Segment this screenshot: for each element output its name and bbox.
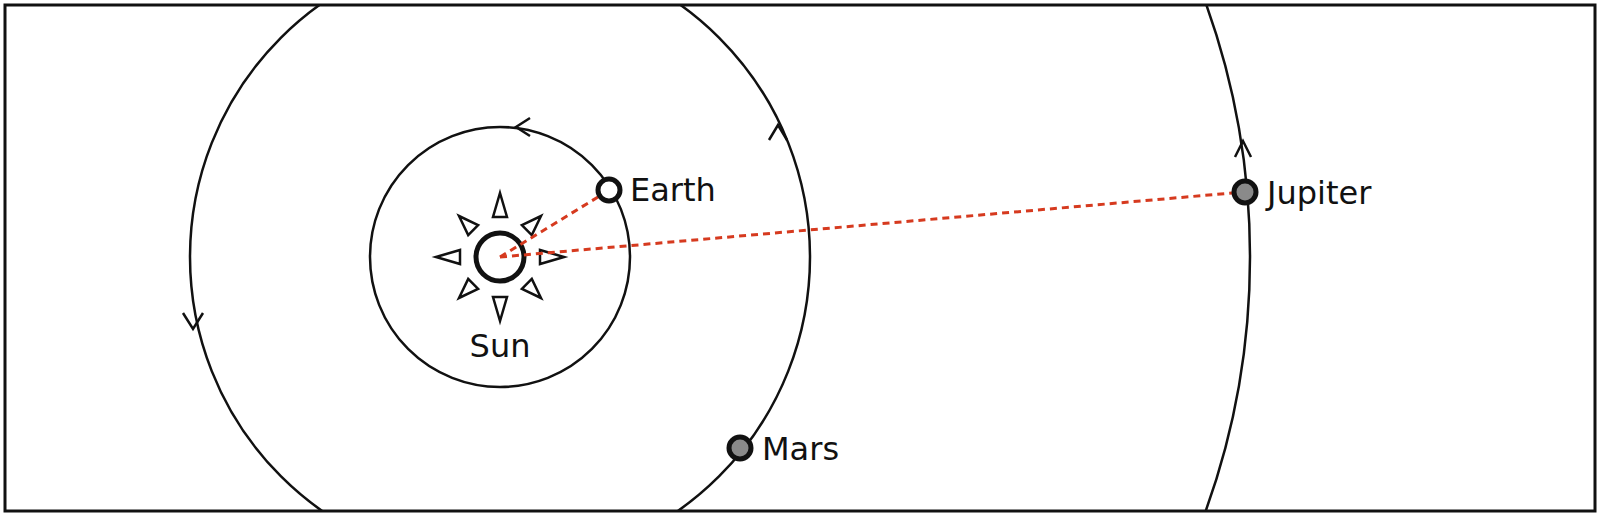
orbit-arrow	[769, 125, 787, 140]
frame	[5, 5, 1595, 511]
orbit-arrow	[516, 118, 530, 136]
orbit-arrow	[1235, 141, 1251, 157]
sun-ray	[459, 279, 478, 298]
orbit-arrow	[183, 313, 203, 329]
sun-label: Sun	[470, 330, 531, 362]
sun-ray	[493, 193, 507, 217]
planet-label: Mars	[762, 433, 839, 465]
jupiter-planet	[1234, 181, 1256, 203]
jupiter-orbit	[5, 5, 1250, 511]
sun-ray	[493, 297, 507, 321]
sun-ray	[436, 250, 460, 264]
planet-label: Jupiter	[1267, 177, 1371, 209]
distance-line	[500, 197, 598, 257]
earth-planet	[598, 179, 620, 201]
sun-ray	[459, 216, 478, 235]
mars-orbit	[190, 5, 810, 511]
sun-ray	[522, 279, 541, 298]
mars-planet	[729, 437, 751, 459]
planet-label: Earth	[630, 174, 716, 206]
sun-ray	[522, 216, 541, 235]
